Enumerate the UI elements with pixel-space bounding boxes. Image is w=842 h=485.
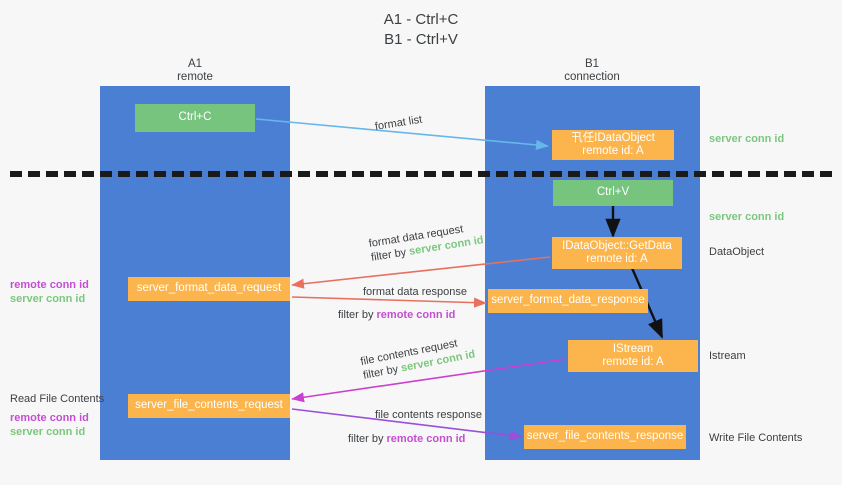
- annotation-istream: Istream: [709, 350, 746, 362]
- annotation-write-file-contents: Write File Contents: [709, 432, 803, 444]
- page-title: A1 - Ctrl+C B1 - Ctrl+V: [383, 11, 459, 48]
- annotation-server-conn-id-mid: server conn id: [709, 211, 785, 223]
- column-header-b1: B1 connection: [564, 58, 620, 83]
- filter-prefix: filter by: [348, 433, 384, 445]
- node-istream[interactable]: IStream remote id: A: [568, 340, 698, 372]
- node-server-format-data-response[interactable]: server_format_data_response: [488, 289, 648, 313]
- filter-prefix: filter by: [370, 246, 408, 264]
- node-ctrl-c[interactable]: Ctrl+C: [135, 104, 255, 132]
- annotation-mid-server-conn-id: server conn id: [10, 293, 86, 305]
- annotation-read-file-contents: Read File Contents: [10, 393, 105, 405]
- node-idataobject[interactable]: 卂任IDataObject remote id: A: [552, 130, 674, 160]
- annotation-server-conn-id-top: server conn id: [709, 133, 785, 145]
- annotation-mid-conn-ids: remote conn id server conn id: [10, 278, 89, 306]
- annotation-mid-remote-conn-id: remote conn id: [10, 279, 89, 291]
- phase-divider: [10, 171, 832, 177]
- edge-label-file-contents-response-group: file contents response filter by remote …: [348, 408, 483, 446]
- annotation-bottom-remote-conn-id: remote conn id: [10, 412, 89, 424]
- annotation-dataobject: DataObject: [709, 246, 765, 258]
- edge-label-format-data-response-group: format data response filter by remote co…: [338, 285, 467, 322]
- node-server-file-contents-request[interactable]: server_file_contents_request: [128, 394, 290, 418]
- annotation-bottom-conn-ids: remote conn id server conn id: [10, 411, 89, 439]
- column-header-a1: A1 remote: [177, 58, 213, 83]
- node-idataobject-getdata[interactable]: IDataObject::GetData remote id: A: [552, 237, 682, 269]
- edge-label-file-contents-response: file contents response: [375, 409, 483, 421]
- filter-value-remote-conn-id: remote conn id: [376, 309, 456, 321]
- filter-value-remote-conn-id: remote conn id: [386, 433, 466, 445]
- node-server-format-data-request[interactable]: server_format_data_request: [128, 277, 290, 301]
- annotation-bottom-server-conn-id: server conn id: [10, 426, 86, 438]
- node-server-file-contents-response[interactable]: server_file_contents_response: [524, 425, 686, 449]
- edge-label-format-list: format list: [374, 113, 424, 133]
- node-ctrl-v[interactable]: Ctrl+V: [553, 180, 673, 206]
- edge-label-file-contents-response-filter: filter by remote conn id: [348, 432, 482, 446]
- edge-label-file-contents-request-group: file contents request filter by server c…: [359, 334, 477, 383]
- edge-label-format-data-request-group: format data request filter by server con…: [368, 219, 485, 264]
- filter-prefix: filter by: [338, 309, 374, 321]
- edge-label-format-data-response-filter: filter by remote conn id: [338, 308, 467, 322]
- edge-label-format-data-response: format data response: [363, 286, 467, 298]
